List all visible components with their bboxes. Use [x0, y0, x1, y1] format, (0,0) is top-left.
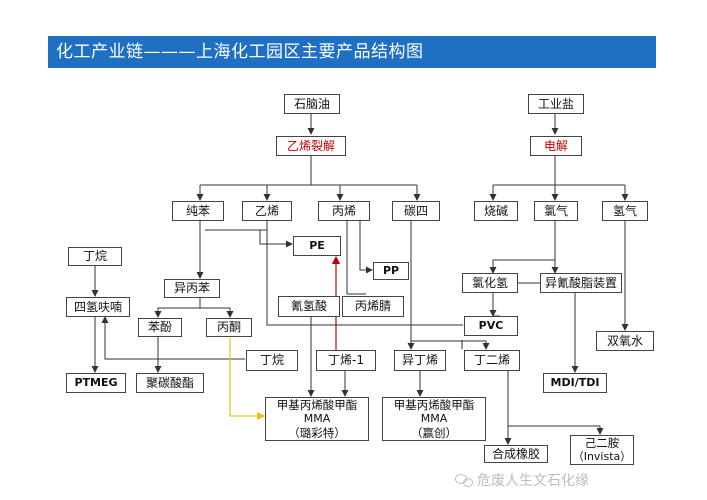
- node-phenol: 苯酚: [138, 318, 182, 337]
- mma-evonik-line2: MMA: [420, 412, 448, 426]
- mma-evonik-line3: （赢创）: [411, 425, 457, 440]
- node-naphtha: 石脑油: [284, 94, 340, 114]
- node-propylene: 丙烯: [318, 201, 370, 221]
- node-hydrogen-peroxide: 双氧水: [596, 331, 654, 351]
- watermark: 危废人生文石化缘: [455, 470, 589, 490]
- node-hcn: 氰氢酸: [278, 296, 340, 317]
- node-electrolysis: 电解: [530, 136, 582, 156]
- node-butene-1: 丁烯-1: [316, 350, 376, 371]
- wechat-icon: [455, 473, 473, 487]
- node-acrylonitrile: 丙烯腈: [342, 296, 404, 317]
- mma-evonik-line1: 甲基丙烯酸甲酯: [393, 397, 475, 412]
- hmda-line1: 己二胺: [584, 435, 620, 450]
- node-ethylene: 乙烯: [242, 201, 292, 221]
- node-isobutene: 异丁烯: [394, 350, 446, 371]
- node-thf: 四氢呋喃: [66, 297, 130, 317]
- node-mdi-tdi: MDI/TDI: [543, 373, 607, 393]
- node-pe: PE: [293, 236, 341, 256]
- mma-lucite-line2: MMA: [303, 412, 331, 426]
- node-caustic-soda: 烧碱: [474, 201, 518, 221]
- node-polycarbonate: 聚碳酸酯: [136, 373, 204, 393]
- node-hmda-invista: 己二胺 （Invista）: [570, 435, 634, 465]
- node-hcl: 氯化氢: [462, 273, 518, 293]
- node-mma-lucite: 甲基丙烯酸甲酯 MMA （璐彩特）: [265, 397, 369, 441]
- node-butadiene: 丁二烯: [464, 350, 520, 371]
- mma-lucite-line1: 甲基丙烯酸甲酯: [276, 397, 358, 412]
- node-ptmeg: PTMEG: [66, 373, 126, 393]
- node-industrial-salt: 工业盐: [528, 94, 584, 114]
- page-title: 化工产业链———上海化工园区主要产品结构图: [48, 36, 656, 68]
- node-pp: PP: [373, 262, 409, 280]
- node-c4: 碳四: [392, 201, 440, 221]
- node-butane-top: 丁烷: [68, 247, 122, 266]
- node-hydrogen: 氢气: [602, 201, 648, 221]
- yellow-arrow-acetone-mma: [229, 338, 266, 421]
- node-isocyanate-unit: 异氰酸脂装置: [540, 273, 622, 293]
- node-pvc: PVC: [464, 316, 518, 336]
- node-acetone: 丙酮: [206, 318, 252, 337]
- node-synthetic-rubber: 合成橡胶: [484, 445, 548, 463]
- node-cumene: 异丙苯: [164, 279, 220, 298]
- node-benzene: 纯苯: [172, 201, 224, 221]
- mma-lucite-line3: （璐彩特）: [288, 425, 346, 440]
- node-mma-evonik: 甲基丙烯酸甲酯 MMA （赢创）: [382, 397, 486, 441]
- node-butane-mid: 丁烷: [246, 350, 298, 371]
- node-ethylene-cracking: 乙烯裂解: [276, 136, 346, 156]
- hmda-line2: （Invista）: [572, 450, 632, 464]
- watermark-text: 危废人生文石化缘: [477, 473, 589, 489]
- node-chlorine: 氯气: [534, 201, 578, 221]
